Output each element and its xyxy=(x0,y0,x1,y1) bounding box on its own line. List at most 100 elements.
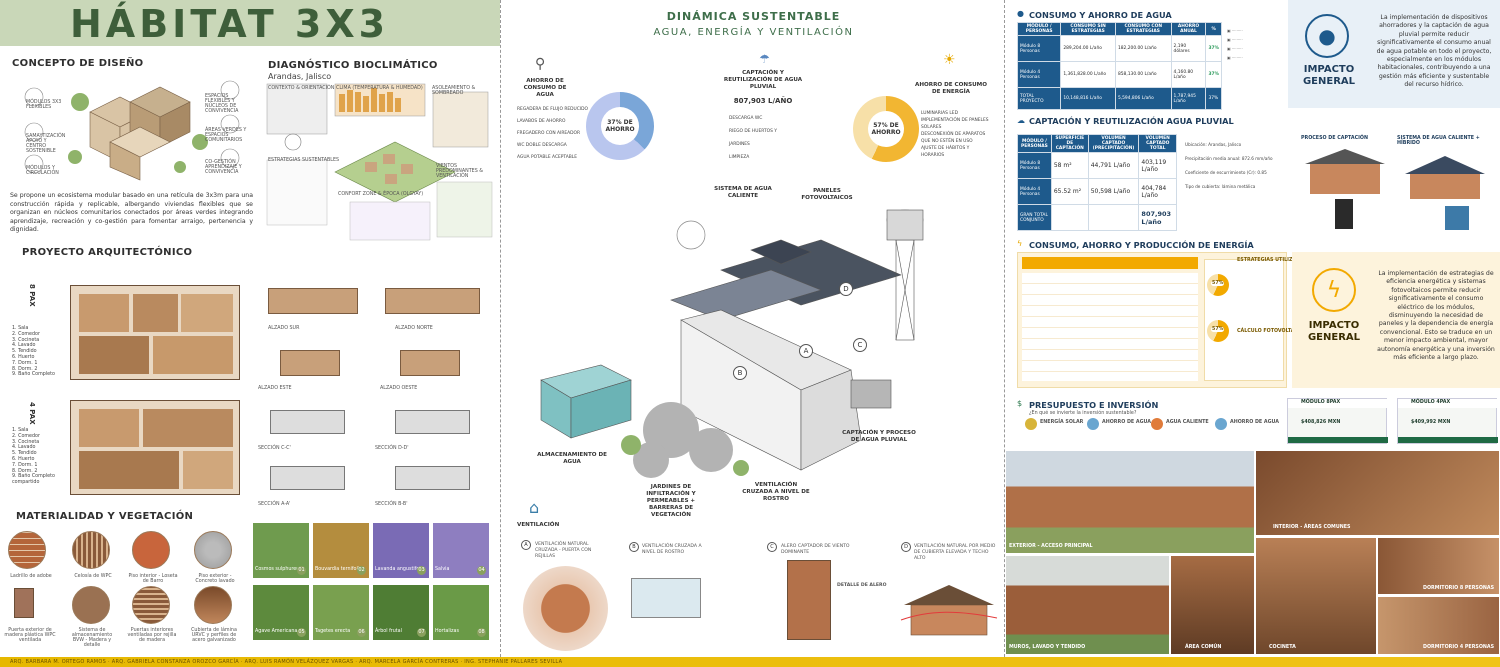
table-cell: 807,903 L/año xyxy=(1138,204,1177,231)
module-8pax-label: MÓDULO 8PAX xyxy=(1301,400,1341,405)
design-concept-diagram xyxy=(24,80,240,181)
veg-label-8: Hortalizas xyxy=(435,629,459,634)
list-item: LAVABOS DE AHORRO xyxy=(517,119,566,124)
table-cell: TOTAL PROYECTO xyxy=(1016,87,1062,110)
veg-number: 03 xyxy=(417,566,426,575)
concept-label-2: SAMAYTIZACIÓN APOYO Y CENTRO SOSTENIBLE xyxy=(26,134,66,154)
veg-number: 01 xyxy=(297,566,306,575)
rain-cloud-icon: ☁ xyxy=(1017,116,1025,125)
bioclimatic-diagram xyxy=(266,83,493,241)
legend-item: 1. Sala xyxy=(12,428,29,433)
credits-footer: ARQ. BARBARA M. ORTEGO RAMOS · ARQ. GABR… xyxy=(0,657,1500,667)
water-heading: CONSUMO Y AHORRO DE AGUA xyxy=(1029,10,1172,20)
table-header: CONSUMO SIN ESTRATEGIAS xyxy=(1060,22,1116,36)
house-icon: ⌂ xyxy=(529,498,540,517)
table-header: AHORRO ANUAL xyxy=(1170,22,1207,36)
design-concept-heading: CONCEPTO DE DISEÑO xyxy=(12,58,144,69)
concept-label-1: MÓDULOS 3X3 FLEXIBLES xyxy=(26,100,62,110)
rain-list: DESCARGA WC RIEGO DE HUERTOS Y JARDINES … xyxy=(729,112,789,164)
rain-heading: CAPTACIÓN Y REUTILIZACIÓN AGUA PLUVIAL xyxy=(1029,116,1234,126)
veg-number: 08 xyxy=(477,628,486,637)
material-label-6: Sistema de almacenamiento BVW - Madera y… xyxy=(71,628,113,648)
material-label-8: Cubierta de lámina URVC y perfiles de ac… xyxy=(191,628,237,643)
table-cell: 37% xyxy=(1205,35,1222,62)
vent-letter-d: D xyxy=(901,542,911,552)
photo-walls-laundry xyxy=(1005,555,1170,655)
vent-letter-b: B xyxy=(629,542,639,552)
photo-exterior xyxy=(1005,450,1255,554)
rain-table: MÓDULO / PERSONAS SUPERFICIE DE CAPTACIÓ… xyxy=(1017,134,1177,231)
materials-heading: MATERIALIDAD Y VEGETACIÓN xyxy=(16,511,194,522)
bio-label-sun: ASOLEAMIENTO & SOMBREADO xyxy=(432,86,476,96)
axo-gardens: JARDINES DE INFILTRACIÓN Y PERMEABLES + … xyxy=(646,484,696,518)
veg-label-1: Cosmos sulphureus xyxy=(255,567,302,572)
budget-item-1: ENERGÍA SOLAR xyxy=(1040,420,1084,425)
faucet-icon: ⚲ xyxy=(535,56,546,72)
table-row: Módulo 4 Personas 1,361,828.00 L/año 858… xyxy=(1016,61,1222,88)
capture-diagram xyxy=(1305,149,1485,230)
vent-text-b: VENTILACIÓN CRUZADA A NIVEL DE ROSTRO xyxy=(642,544,702,555)
list-item: WC DOBLE DESCARGA xyxy=(517,143,567,148)
table-cell: 50,598 L/año xyxy=(1087,178,1140,205)
budget-question: ¿En qué se invierte la inversión sustent… xyxy=(1029,411,1137,416)
energy-impact-title: IMPACTO GENERAL xyxy=(1307,320,1361,343)
budget-item-3: AGUA CALIENTE xyxy=(1166,420,1209,425)
legend-item: 7. Dorm. 1 xyxy=(12,360,38,366)
sec-label-d: SECCIÓN D-D' xyxy=(375,446,409,451)
axo-hot-water: SISTEMA DE AGUA CALIENTE xyxy=(714,186,772,199)
sec-label-c: SECCIÓN C-C' xyxy=(258,446,291,451)
module-card-8pax xyxy=(1287,398,1388,444)
table-cell: 2,190 dólares xyxy=(1170,35,1207,62)
legend-item: 4. Lavado xyxy=(12,445,36,451)
list-item: RIEGO DE HUERTOS Y JARDINES xyxy=(729,129,777,147)
concept-label-5: CO-GESTIÓN APRENDIZAJE Y CONVIVENCIA xyxy=(205,160,242,175)
bio-label-comfort: CONFORT ZONE & ÉPOCA (OLGYAY) xyxy=(338,192,424,197)
concept-label-4: ÁREAS VERDES Y ESPACIOS COMUNITARIOS xyxy=(205,128,247,143)
veg-label-5: Agave Americana xyxy=(255,629,298,634)
veg-label-6: Tagetes erecta xyxy=(315,629,351,634)
ventilation-heading: VENTILACIÓN xyxy=(517,522,560,528)
legend-item: 4. Lavado xyxy=(12,343,36,349)
water-drop-big-icon: ● xyxy=(1305,14,1349,58)
water-impact-title: IMPACTO GENERAL xyxy=(1302,64,1356,87)
bioclimatic-heading: DIAGNÓSTICO BIOCLIMÁTICO xyxy=(268,60,438,71)
sustainability-title: DINÁMICA SUSTENTABLE xyxy=(666,10,841,23)
list-item: DESCONEXIÓN DE APARATOS QUE NO ESTÉN EN … xyxy=(921,132,986,144)
vent-illustration-b xyxy=(631,578,701,618)
table-header: MÓDULO / PERSONAS xyxy=(1016,22,1062,36)
material-label-5: Puerta exterior de madera plástica WPC v… xyxy=(4,628,56,643)
table-cell: 37% xyxy=(1205,61,1222,88)
list-item: LIMPIEZA xyxy=(729,155,750,160)
page-title: HÁBITAT 3X3 xyxy=(70,2,390,46)
bolt-icon: ϟ xyxy=(1017,239,1023,248)
vent-text-c: ALERO CAPTADOR DE VIENTO DOMINANTE xyxy=(781,544,850,555)
table-cell: 404,784 L/año xyxy=(1138,178,1177,205)
vent-text-d: VENTILACIÓN NATURAL POR MEDIO DE CUBIERT… xyxy=(914,544,996,561)
table-cell: Módulo 4 Personas xyxy=(1017,178,1052,205)
photo-kitchenette xyxy=(1255,537,1377,655)
material-vent-door xyxy=(132,586,170,624)
table-cell: 10,148,816 L/año xyxy=(1060,87,1116,110)
photo-dorm-8 xyxy=(1377,537,1500,595)
elev-label-east: ALZADO ESTE xyxy=(258,386,292,391)
elevation-east xyxy=(280,350,340,376)
legend-item: 9. Baño Completo compartido xyxy=(12,474,55,486)
budget-item-2: AHORRO DE AGUA xyxy=(1102,420,1151,425)
rain-label: CAPTACIÓN Y REUTILIZACIÓN DE AGUA PLUVIA… xyxy=(723,70,803,90)
pv-calc-label: CÁLCULO FOTOVOLTAICO xyxy=(1237,329,1304,334)
rain-notes: Ubicación: Arandas, Jalisco Precipitació… xyxy=(1185,138,1285,194)
sec-label-b: SECCIÓN B-B' xyxy=(375,502,408,507)
table-row: TOTAL PROYECTO 10,148,816 L/año 5,594,80… xyxy=(1016,87,1222,110)
list-item: AJUSTE DE HÁBITOS Y HORARIOS xyxy=(921,146,970,158)
vent-text-a: VENTILACIÓN NATURAL CRUZADA - PUERTA CON… xyxy=(535,542,592,559)
water-table: MÓDULO / PERSONAS CONSUMO SIN ESTRATEGIA… xyxy=(1016,22,1222,110)
photo-caption-2: INTERIOR - ÁREAS COMUNES xyxy=(1273,525,1351,530)
module-8pax-price: $408,826 MXN xyxy=(1301,420,1341,425)
legend-4pax: 1. Sala 2. Comedor 3. Cocineta 4. Lavado… xyxy=(12,428,57,486)
pax8-label: 8 PAX xyxy=(28,284,36,307)
bio-label-wind: VIENTOS PREDOMINANTES & VENTILACIÓN xyxy=(436,164,484,179)
photo-caption-4: ÁREA COMÚN xyxy=(1185,645,1222,650)
material-roof xyxy=(194,586,232,624)
table-header: MÓDULO / PERSONAS xyxy=(1017,134,1052,153)
energy-saving-donut: 57% DE AHORRO xyxy=(853,96,919,162)
